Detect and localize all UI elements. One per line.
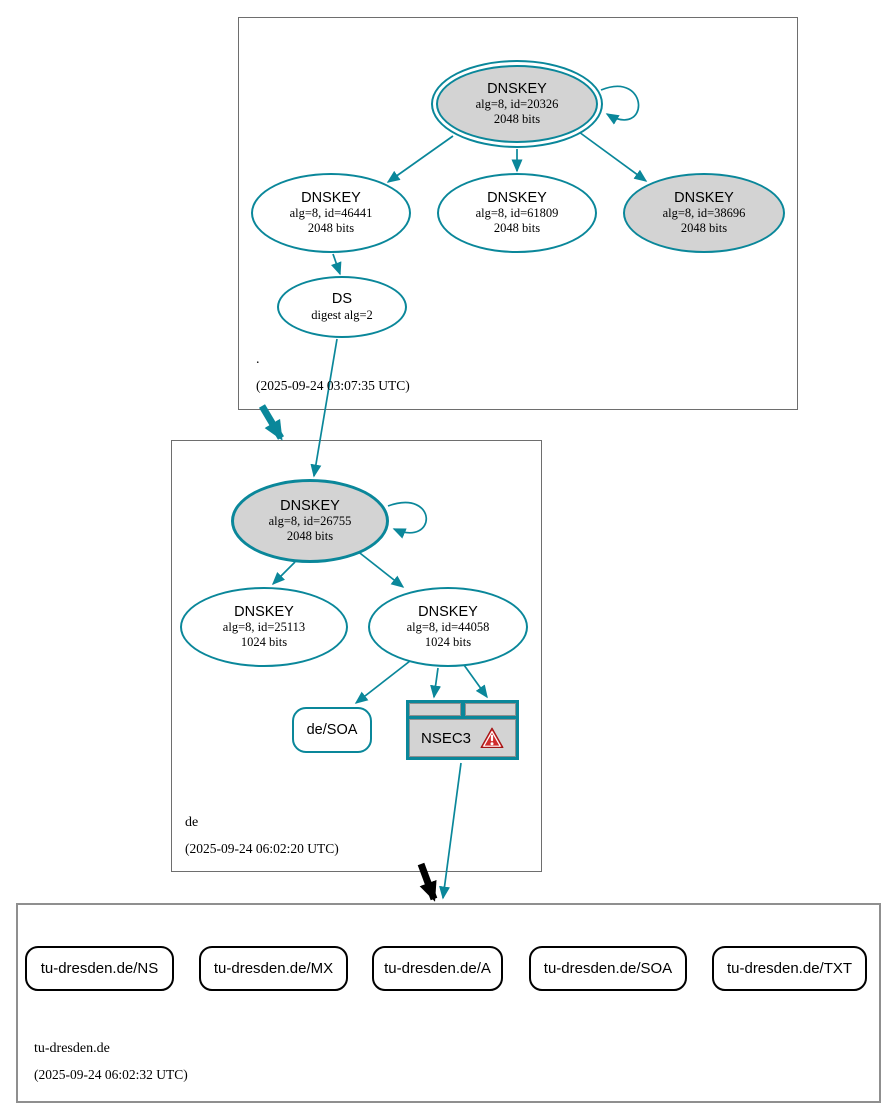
nsec3-record-cell [409, 703, 461, 716]
dnskey-38696-detail: alg=8, id=38696 [662, 206, 746, 221]
dnskey-26755-size: 2048 bits [286, 529, 334, 544]
tu-dresden-zone-label: tu-dresden.de [34, 1041, 110, 1056]
dnskey-46441-node[interactable]: DNSKEY alg=8, id=46441 2048 bits [251, 173, 411, 253]
rrset-label: tu-dresden.de/MX [213, 960, 334, 977]
nsec3-label: NSEC3 [420, 729, 472, 747]
nsec3-header-row [409, 703, 516, 716]
dnskey-20326-detail: alg=8, id=20326 [475, 97, 559, 112]
zone-box-tu-dresden [16, 903, 881, 1103]
dnskey-20326-title: DNSKEY [487, 80, 547, 97]
dnskey-25113-node[interactable]: DNSKEY alg=8, id=25113 1024 bits [180, 587, 348, 667]
dnskey-38696-title: DNSKEY [674, 189, 734, 206]
dnskey-26755-title: DNSKEY [280, 497, 340, 514]
root-zone-timestamp: (2025-09-24 03:07:35 UTC) [256, 378, 410, 393]
de-zone-timestamp: (2025-09-24 06:02:20 UTC) [185, 841, 339, 856]
dnskey-61809-title: DNSKEY [487, 189, 547, 206]
dnskey-46441-size: 2048 bits [307, 221, 355, 236]
edge-delegation-root-to-de [258, 404, 285, 441]
rrset-tu-dresden-txt[interactable]: tu-dresden.de/TXT [712, 946, 867, 991]
ds-detail: digest alg=2 [311, 307, 373, 322]
root-zone-label: . [256, 352, 260, 367]
rrset-tu-dresden-a[interactable]: tu-dresden.de/A [372, 946, 503, 991]
dnskey-61809-node[interactable]: DNSKEY alg=8, id=61809 2048 bits [437, 173, 597, 253]
dnskey-20326-body: DNSKEY alg=8, id=20326 2048 bits [436, 65, 598, 143]
tu-dresden-zone-timestamp: (2025-09-24 06:02:32 UTC) [34, 1067, 188, 1082]
dnskey-44058-size: 1024 bits [424, 635, 472, 650]
dnskey-38696-size: 2048 bits [680, 221, 728, 236]
nsec3-record-cell [464, 703, 516, 716]
de-soa-label: de/SOA [306, 722, 358, 738]
dnskey-46441-detail: alg=8, id=46441 [289, 206, 373, 221]
nsec3-node[interactable]: NSEC3 [406, 700, 519, 760]
rrset-label: tu-dresden.de/A [384, 960, 491, 977]
dnskey-38696-node[interactable]: DNSKEY alg=8, id=38696 2048 bits [623, 173, 785, 253]
dnskey-61809-size: 2048 bits [493, 221, 541, 236]
dnskey-44058-title: DNSKEY [418, 603, 478, 620]
rrset-label: tu-dresden.de/TXT [726, 960, 853, 977]
rrset-label: tu-dresden.de/SOA [543, 960, 673, 977]
dnskey-26755-node[interactable]: DNSKEY alg=8, id=26755 2048 bits [231, 479, 389, 563]
dnskey-44058-node[interactable]: DNSKEY alg=8, id=44058 1024 bits [368, 587, 528, 667]
dnskey-25113-title: DNSKEY [234, 603, 294, 620]
rrset-tu-dresden-ns[interactable]: tu-dresden.de/NS [25, 946, 174, 991]
nsec3-body: NSEC3 [409, 719, 516, 757]
rrset-tu-dresden-mx[interactable]: tu-dresden.de/MX [199, 946, 348, 991]
de-soa-node[interactable]: de/SOA [292, 707, 372, 753]
dnskey-20326-node[interactable]: DNSKEY alg=8, id=20326 2048 bits [431, 60, 603, 148]
dnskey-46441-title: DNSKEY [301, 189, 361, 206]
dnskey-25113-size: 1024 bits [240, 635, 288, 650]
dnskey-25113-detail: alg=8, id=25113 [222, 620, 306, 635]
ds-title: DS [331, 291, 353, 308]
ds-node[interactable]: DS digest alg=2 [277, 276, 407, 338]
de-zone-label: de [185, 815, 199, 830]
rrset-label: tu-dresden.de/NS [40, 960, 159, 977]
dnskey-44058-detail: alg=8, id=44058 [406, 620, 490, 635]
dnskey-61809-detail: alg=8, id=61809 [475, 206, 559, 221]
dnskey-26755-detail: alg=8, id=26755 [268, 514, 352, 529]
error-warning-icon [480, 727, 504, 748]
rrset-tu-dresden-soa[interactable]: tu-dresden.de/SOA [529, 946, 687, 991]
dnskey-20326-size: 2048 bits [493, 112, 541, 127]
